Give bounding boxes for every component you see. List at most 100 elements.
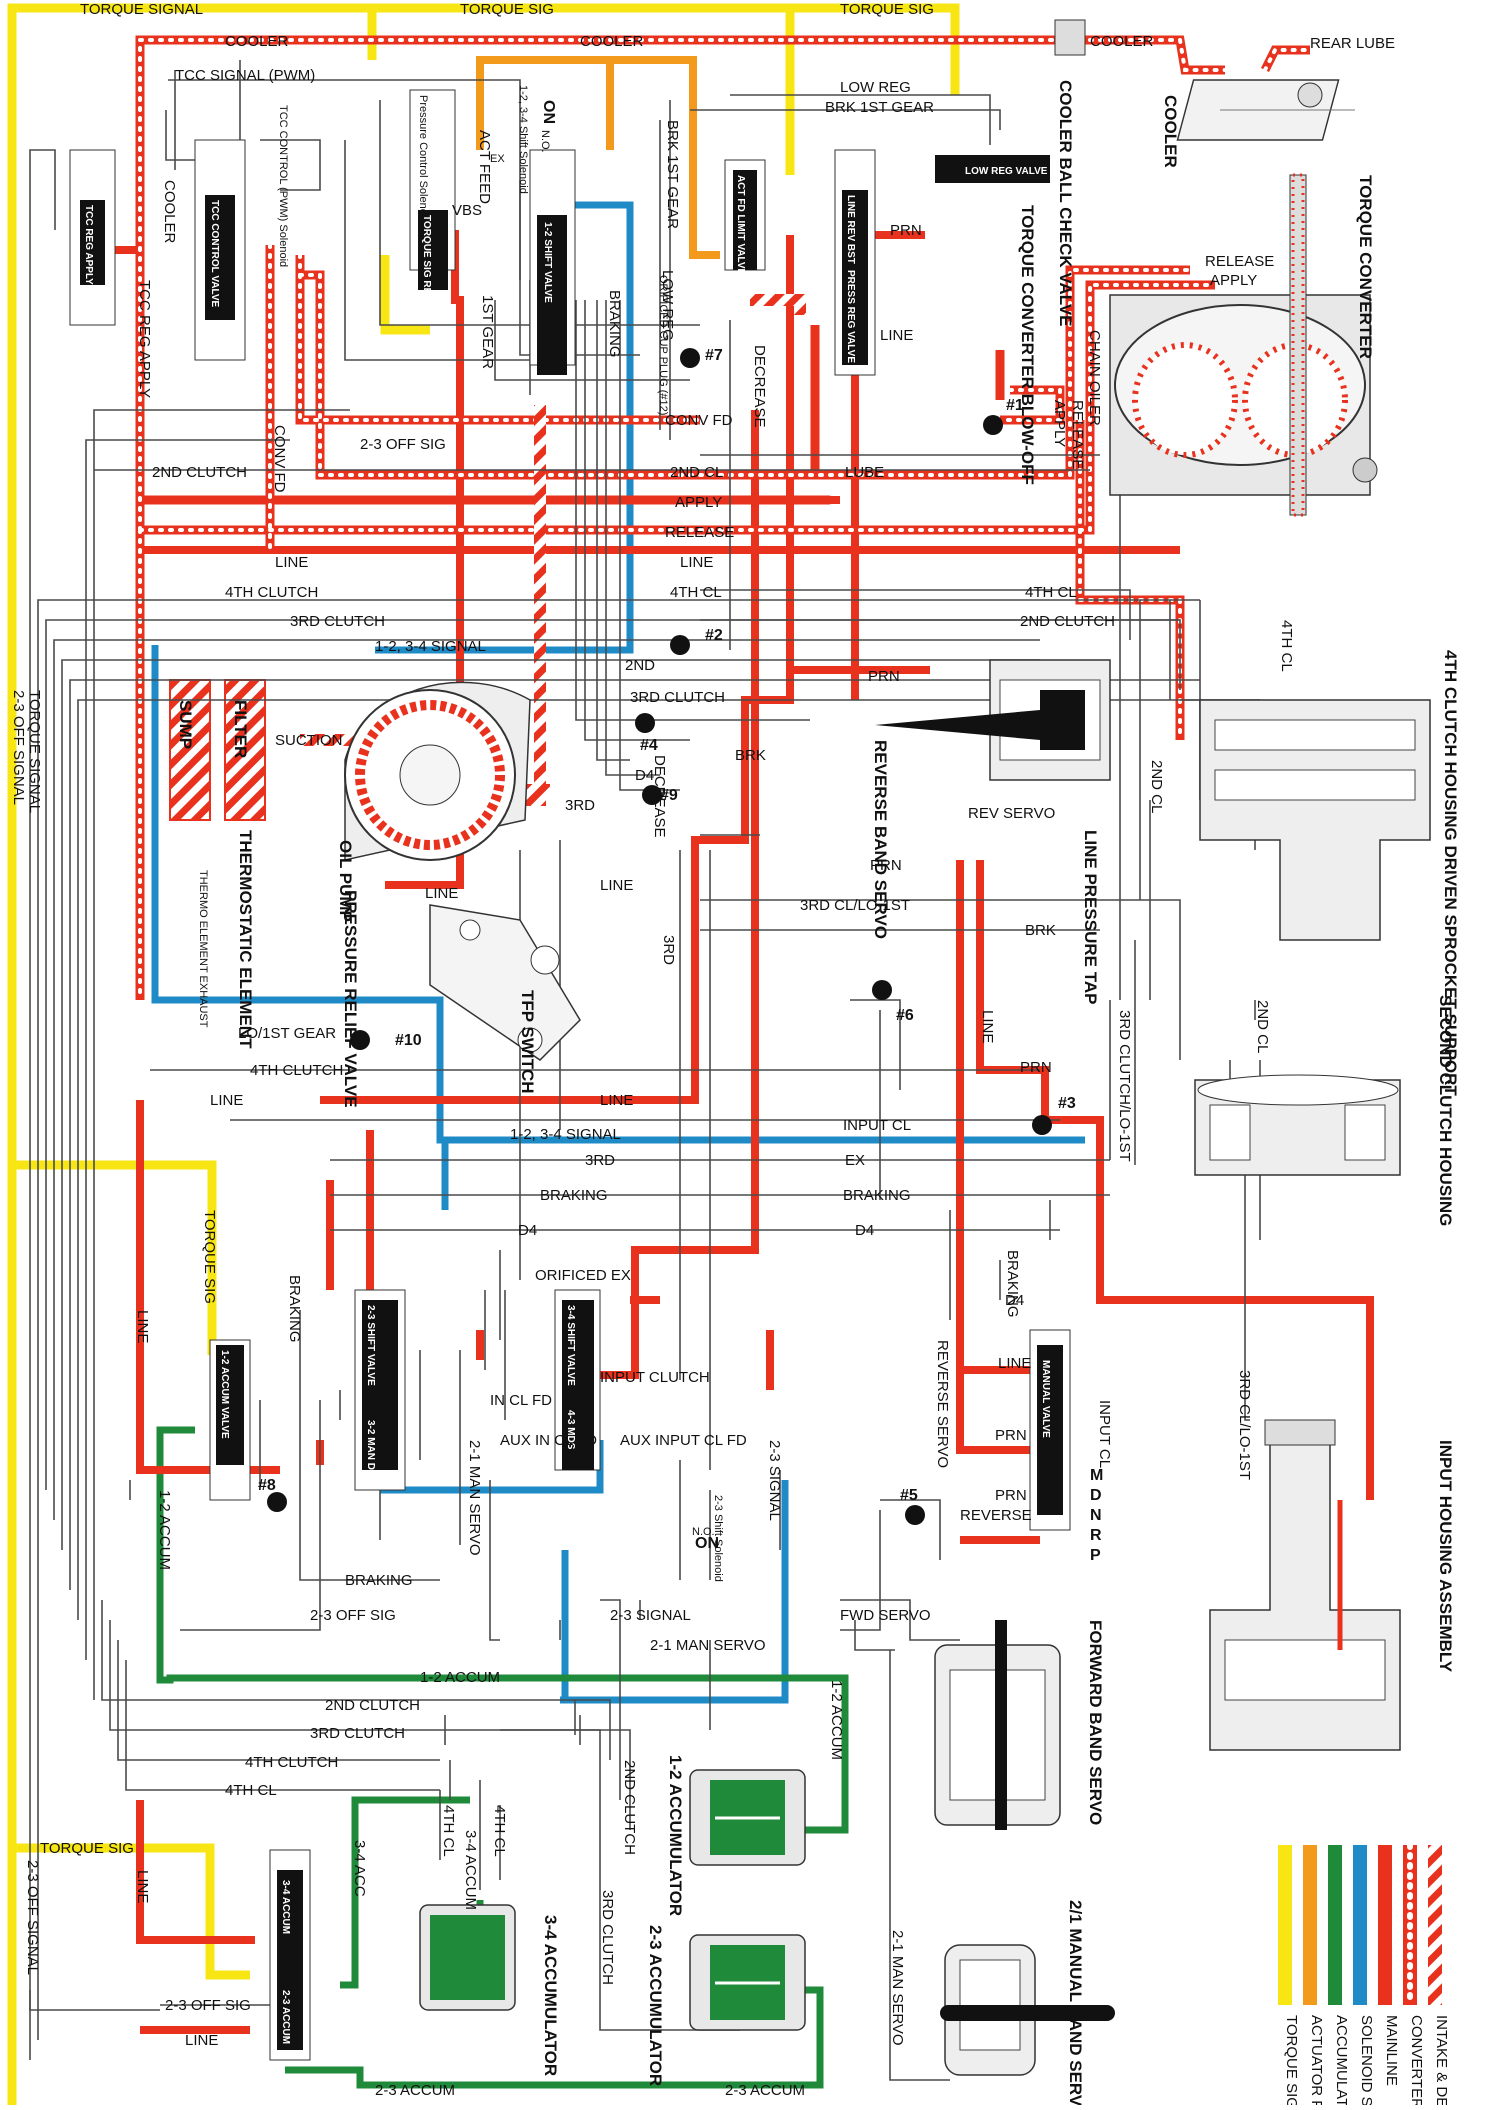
label-torque-signal-v: TORQUE SIGNAL (26, 690, 43, 813)
title-acc-12: 1-2 ACCUMULATOR (666, 1755, 685, 1916)
label-torque-sig-b: TORQUE SIG (40, 1840, 134, 1857)
label-sig-23-v: 2-3 SIGNAL (766, 1440, 783, 1521)
check-ball-8: #8 (258, 1477, 276, 1494)
title-no-2: N.O. (692, 1526, 715, 1538)
legend-accumulator: ACCUMULATOR (1333, 2015, 1350, 2105)
label-second-clutch-v: 2ND CLUTCH (621, 1760, 638, 1855)
component-titles: COOLER BALL CHECK VALVE COOLER TORQUE CO… (176, 80, 1460, 2110)
label-line-4: LINE (600, 877, 633, 894)
label-prn-4: PRN (995, 1427, 1027, 1444)
title-input-housing: INPUT HOUSING ASSEMBLY (1436, 1440, 1455, 1673)
label-second-cl-v2: 2ND CL (1254, 1000, 1271, 1053)
label-brk: BRK (1025, 922, 1056, 939)
label-fourth-clutch-a: 4TH CLUTCH (225, 584, 318, 601)
label-in-cl-fd: IN CL FD (490, 1392, 552, 1409)
reverse-band-servo (875, 659, 1111, 781)
label-third-clutch-c: 3RD CLUTCH (310, 1725, 405, 1742)
label-third-clutch-v: 3RD CLUTCH (599, 1890, 616, 1985)
legend-converter-lube: CONVERTER & LUBE (1408, 2015, 1425, 2105)
label-off-sig-23-c: 2-3 OFF SIG (165, 1997, 251, 2014)
valve-low-reg: LOW REG VALVE (965, 166, 1048, 177)
check-ball-6: #6 (896, 1007, 914, 1024)
label-line-5: LINE (425, 885, 458, 902)
check-ball-markers (267, 348, 1052, 1525)
valve-tcc-control: TCC CONTROL VALVE (209, 200, 220, 308)
label-apply-v: APPLY (1051, 400, 1068, 447)
title-acc-34: 3-4 ACCUMULATOR (541, 1915, 560, 2076)
label-acc-34-v: 3-4 ACC (351, 1840, 368, 1897)
title-tfp-switch: TFP SWITCH (518, 990, 537, 1094)
label-chain-oiler: CHAIN OILER (1086, 330, 1103, 426)
title-tcc-solenoid: TCC CONTROL (PWM) Solenoid (277, 105, 289, 267)
input-housing (1209, 1419, 1401, 1751)
check-ball-4: #4 (640, 737, 658, 754)
label-rev-servo: REV SERVO (968, 805, 1055, 822)
title-orificed-cup-plug: ORIFICED CUP PLUG (#12) (657, 275, 669, 415)
legend-swatches (1278, 1842, 1442, 2008)
check-ball-labels: #1 #2 #3 #4 #5 #6 #7 #8 #9 #10 (258, 347, 1076, 1504)
label-apply: APPLY (675, 494, 722, 511)
label-release: RELEASE (665, 524, 734, 541)
label-line-8: LINE (998, 1355, 1031, 1372)
label-line-1: LINE (275, 554, 308, 571)
label-tcc-signal: TCC SIGNAL (PWM) (175, 67, 315, 84)
pos-n: N (1090, 1507, 1102, 1524)
label-accum-12-v2: 1-2 ACCUM (156, 1490, 173, 1570)
check-ball-2: #2 (705, 627, 723, 644)
label-braking-v2: BRAKING (1004, 1250, 1021, 1318)
label-line-2: LINE (680, 554, 713, 571)
label-ex-1: EX (845, 1152, 865, 1169)
label-line-7: LINE (600, 1092, 633, 1109)
label-fourth-cl-v2: 4TH CL (491, 1805, 508, 1857)
valve-act-fd-limit: ACT FD LIMIT VALVE (735, 175, 746, 276)
valve-torque-sig-reg: TORQUE SIG REG (421, 215, 432, 302)
valve-line-rev-bst: LINE REV BST (845, 195, 856, 264)
label-accum-23-b: 2-3 ACCUM (725, 2082, 805, 2099)
legend-actuator-feed: ACTUATOR FEED (1308, 2015, 1325, 2105)
label-fourth-cl-b: 4TH CL (1025, 584, 1077, 601)
check-ball-7: #7 (705, 347, 723, 364)
actuator-feed-circuit (476, 56, 720, 259)
tfp-switch (429, 904, 581, 1061)
check-ball-1: #1 (1006, 397, 1024, 414)
label-third-cl-lo1-v: 3RD CL/LO-1ST (1236, 1370, 1253, 1480)
title-vbs: VBS (452, 202, 482, 219)
valve-press-reg: PRESS REG VALVE (845, 270, 856, 363)
title-filter: FILTER (231, 700, 250, 758)
label-brk-2: BRK (735, 747, 766, 764)
valve-acc-23: 2-3 ACCUM (280, 1990, 291, 2044)
title-forward-band-servo: FORWARD BAND SERVO (1086, 1620, 1105, 1825)
label-d4-2: D4 (518, 1222, 537, 1239)
label-braking-3: BRAKING (345, 1572, 413, 1589)
title-oil-pump: OIL PUMP (336, 840, 355, 922)
oil-pump (344, 681, 531, 861)
label-third-2: 3RD (565, 797, 595, 814)
title-cooler-ball-check: COOLER BALL CHECK VALVE (1056, 80, 1075, 327)
label-fourth-cl-c: 4TH CL (225, 1782, 277, 1799)
check-ball-9: #9 (660, 787, 678, 804)
label-accum-12: 1-2 ACCUM (420, 1669, 500, 1686)
label-lube: LUBE (845, 464, 884, 481)
label-input-cl: INPUT CL (843, 1117, 911, 1134)
title-second-clutch-housing: SECOND CLUTCH HOUSING (1436, 995, 1455, 1226)
label-conv-fd: CONV FD (665, 412, 733, 429)
label-low-reg: LOW REG (840, 79, 911, 96)
label-braking-2: BRAKING (843, 1187, 911, 1204)
label-ex-top: EX (490, 153, 505, 165)
title-pc-solenoid: Pressure Control Solenoid (417, 95, 429, 223)
label-second-clutch-a: 2ND CLUTCH (152, 464, 247, 481)
label-cooler-2: COOLER (580, 33, 644, 50)
legend-mainline: MAINLINE (1383, 2015, 1400, 2086)
torque-converter (1109, 173, 1378, 517)
manual-band-servo (940, 1944, 1115, 2076)
label-off-sig-23-b: 2-3 OFF SIG (310, 1607, 396, 1624)
label-d4-4: D4 (1005, 1292, 1024, 1309)
forward-band-servo (934, 1620, 1061, 1830)
valve-mds-43: 4-3 MDS (565, 1410, 576, 1450)
label-decrease-top: DECREASE (751, 345, 768, 428)
valve-acc-34: 3-4 ACCUM (280, 1880, 291, 1934)
label-aux-input-cl-fd: AUX INPUT CL FD (620, 1432, 747, 1449)
title-no-1: N.O. (539, 130, 551, 153)
label-signal-1234-b: 1-2, 3-4 SIGNAL (510, 1126, 621, 1143)
title-tc-blowoff: TORQUE CONVERTER BLOW-OFF (1018, 205, 1037, 485)
